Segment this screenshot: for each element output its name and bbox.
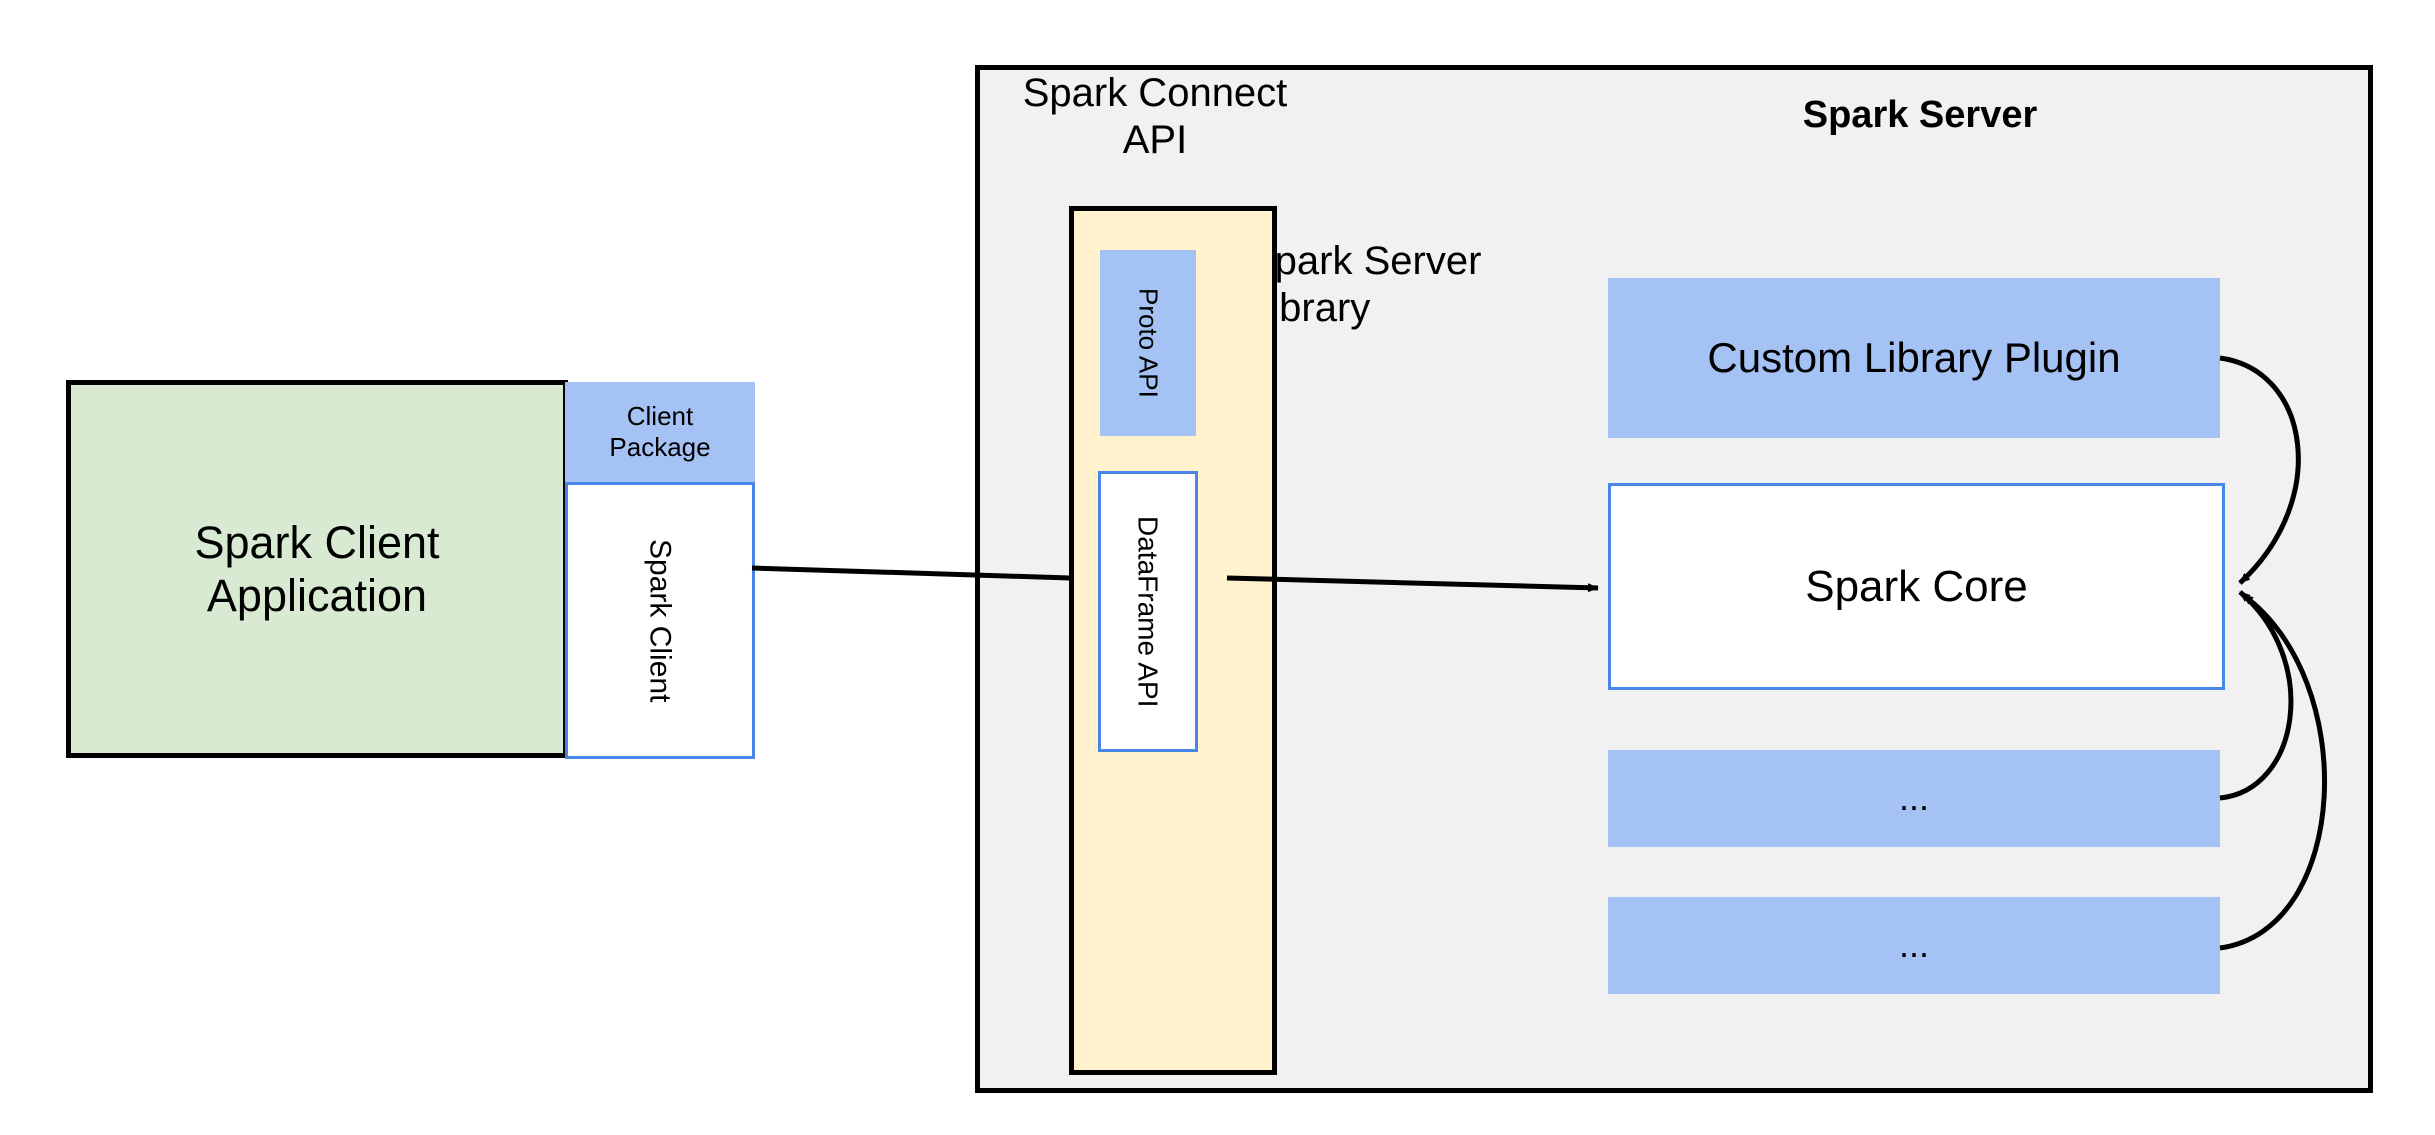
spark-server-title: Spark Server	[1802, 93, 2038, 136]
spark-client-box: Spark Client	[565, 482, 755, 759]
additional-component-box-2: ...	[1608, 897, 2220, 994]
spark-connect-api-label: Spark Connect API	[1022, 71, 1288, 163]
additional-component-box-1: ...	[1608, 750, 2220, 847]
spark-client-label: Spark Client	[643, 538, 677, 703]
spark-core-box: Spark Core	[1608, 483, 2225, 690]
custom-library-plugin-box: Custom Library Plugin	[1608, 278, 2220, 438]
dataframe-api-label: DataFrame API	[1132, 515, 1164, 708]
proto-api-box: Proto API	[1100, 250, 1196, 436]
client-package-box: Client Package	[565, 382, 755, 482]
spark-server-library-label: Spark Server Library	[1248, 239, 1482, 331]
proto-api-label: Proto API	[1133, 288, 1164, 398]
dataframe-api-box: DataFrame API	[1098, 471, 1198, 752]
spark-client-application-box: Spark Client Application	[66, 380, 568, 758]
